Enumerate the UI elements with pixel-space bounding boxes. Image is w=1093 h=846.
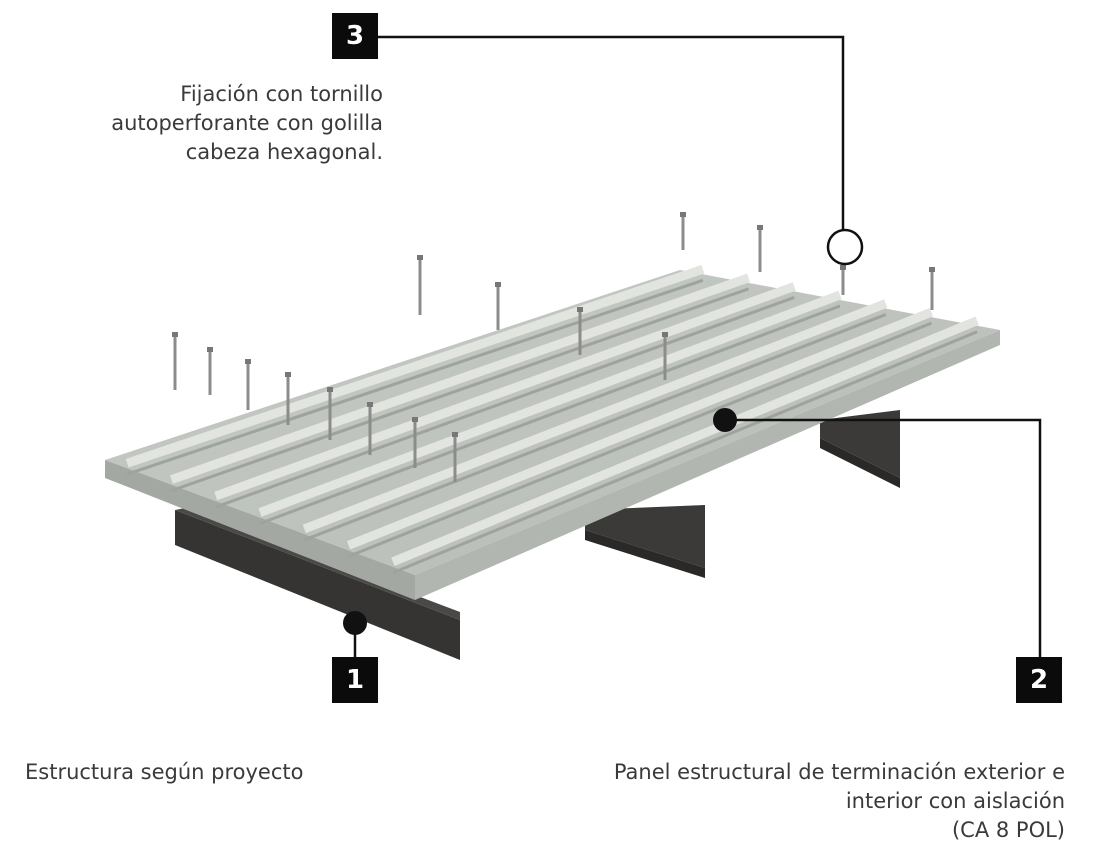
callout-3-badge: 3 (332, 13, 378, 59)
screws (172, 212, 935, 482)
screw-head (412, 417, 418, 422)
beam-right-side (820, 438, 900, 488)
rib-shadow (170, 287, 750, 493)
screw-head (929, 267, 935, 272)
screw-head (172, 332, 178, 337)
screw-head (285, 372, 291, 377)
rib-highlight (258, 290, 842, 517)
callout-3-line-2: autoperforante con golilla (111, 111, 383, 135)
screw-head (367, 402, 373, 407)
beam-middle (585, 505, 705, 568)
screw-head (327, 387, 333, 392)
corrugated-panel (105, 265, 1000, 600)
screw-head (840, 265, 846, 270)
screw-head (245, 359, 251, 364)
panel-side-edge (415, 330, 1000, 600)
rib-highlight (125, 265, 705, 468)
rib-shadow (392, 330, 978, 575)
rib-shadow (348, 321, 932, 558)
rib-highlight (214, 282, 796, 501)
callout-1-badge: 1 (332, 657, 378, 703)
callout-2-line-2: interior con aislación (845, 789, 1065, 813)
beam-middle-side (585, 530, 705, 578)
screw-head (757, 225, 763, 230)
callout-1-label: Estructura según proyecto (25, 758, 303, 787)
screw-head (662, 332, 668, 337)
callout-2-label: Panel estructural de terminación exterio… (614, 758, 1065, 845)
callout-3-label: Fijación con tornillo autoperforante con… (111, 80, 383, 167)
rib-highlight (169, 273, 751, 484)
beam-left (175, 510, 460, 660)
rib-shadow (215, 296, 795, 509)
rib-shadow (126, 278, 704, 476)
rib-shadow (259, 304, 841, 525)
rib-highlight (346, 307, 934, 550)
callout-1-line-1: Estructura según proyecto (25, 760, 304, 784)
screw-head (207, 347, 213, 352)
marker-3-ring (826, 228, 864, 266)
marker-2-dot (713, 408, 737, 432)
callout-3-line-3: cabeza hexagonal. (185, 140, 383, 164)
leader-2 (725, 418, 1042, 660)
beam-right (820, 410, 900, 478)
beam-left-top (175, 508, 460, 620)
screw-head (577, 307, 583, 312)
leader-3 (370, 35, 845, 230)
screw-head (417, 255, 423, 260)
callout-2-line-3: (CA 8 POL) (951, 818, 1065, 842)
rib-highlight (391, 316, 979, 566)
screw-head (495, 282, 501, 287)
callout-2-line-1: Panel estructural de terminación exterio… (613, 760, 1065, 784)
callout-2-badge: 2 (1016, 657, 1062, 703)
marker-1-dot (343, 611, 367, 635)
screw-head (680, 212, 686, 217)
rib-shadow (303, 313, 887, 542)
rib-highlight (302, 299, 888, 534)
callout-3-line-1: Fijación con tornillo (180, 82, 383, 106)
support-beams (175, 410, 900, 660)
panel-front-edge (105, 460, 415, 600)
panel-ribs (125, 265, 979, 575)
screw-head (452, 432, 458, 437)
